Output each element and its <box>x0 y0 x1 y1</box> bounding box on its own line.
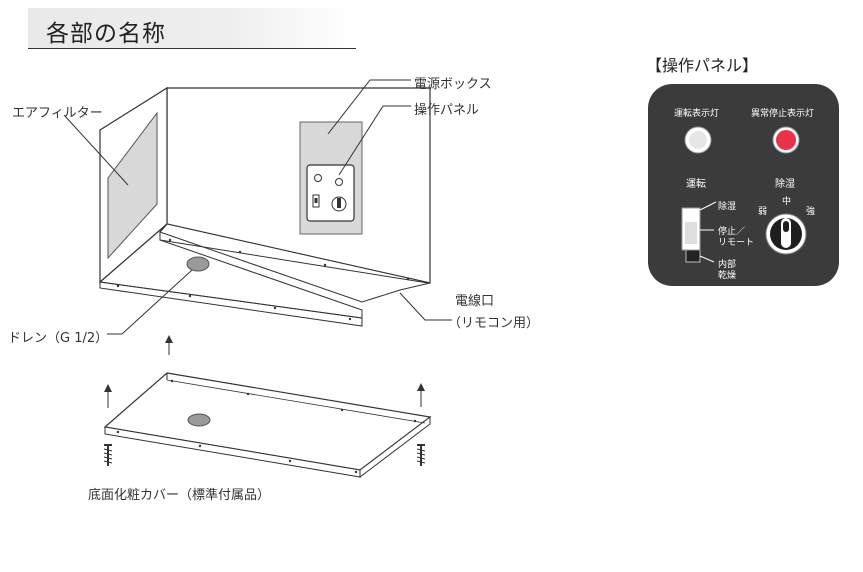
screw-right <box>416 444 426 466</box>
run-lamp-label: 運転表示灯 <box>674 109 720 119</box>
cover-drain-hole <box>187 413 211 427</box>
switch-pos-dehumid: 除湿 <box>718 202 737 212</box>
knob-weak-label: 弱 <box>758 207 768 217</box>
run-label: 運転 <box>686 179 706 190</box>
air-filter-shape <box>107 111 158 260</box>
bottom-cover-side <box>359 415 431 479</box>
fault-lamp-label: 異常停止表示灯 <box>751 109 815 119</box>
label-control-panel: 操作パネル <box>414 103 480 118</box>
page-title: 各部の名称 <box>46 21 166 47</box>
panel-controls <box>681 126 807 263</box>
dehumid-knob <box>765 213 807 255</box>
switch-pos-dry-line1: 内部 <box>718 260 737 270</box>
label-wire-port-note: （リモコン用） <box>448 316 540 331</box>
switch-pos-dry-line2: 乾燥 <box>718 271 737 281</box>
panel-title: 【操作パネル】 <box>646 56 759 75</box>
control-panel: 運転表示灯 異常停止表示灯 運転 除湿 除湿 停止／ リモート 内部 乾燥 弱 <box>648 84 839 286</box>
control-panel-plate <box>306 164 355 222</box>
switch-pos-stop-line1: 停止／ <box>718 227 746 237</box>
knob-mid-label: 中 <box>782 197 792 207</box>
label-wire-port: 電線口 <box>455 294 495 309</box>
label-drain: ドレン（G 1/2） <box>8 331 109 346</box>
knob-strong-label: 強 <box>806 207 816 217</box>
mode-switch <box>681 201 717 263</box>
dehumid-label: 除湿 <box>775 179 795 190</box>
header-bar <box>28 8 356 49</box>
label-bottom-cover: 底面化粧カバー（標準付属品） <box>88 488 271 503</box>
switch-pos-stop-line2: リモート <box>718 238 755 248</box>
drain-opening <box>186 256 210 272</box>
label-power-box: 電源ボックス <box>414 77 492 92</box>
screw-left <box>103 444 113 466</box>
label-air-filter: エアフィルター <box>12 106 103 121</box>
